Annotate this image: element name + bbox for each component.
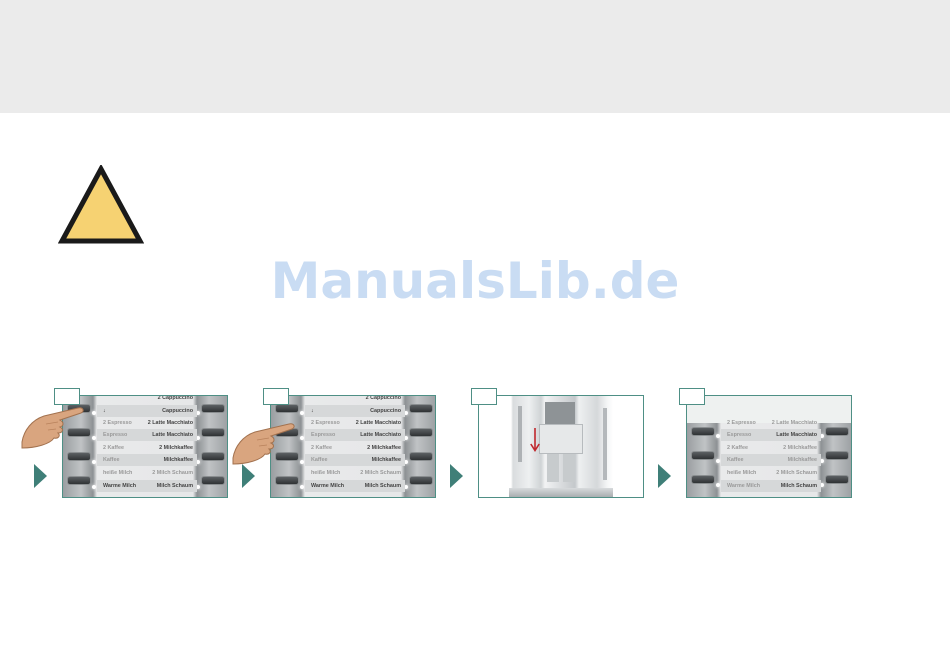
led [716, 483, 720, 487]
water-tube [603, 408, 607, 480]
led [196, 460, 200, 464]
led [716, 459, 720, 463]
step-tag-2 [263, 388, 289, 405]
panel-button [201, 404, 225, 413]
led [820, 434, 824, 438]
led [300, 460, 304, 464]
panel-button [201, 476, 225, 485]
panel-button [825, 427, 849, 436]
watermark: ManualsLib.de [270, 252, 680, 310]
play-arrow-icon [242, 464, 255, 488]
pointing-hand-icon [21, 407, 84, 449]
step-tag-3 [471, 388, 497, 405]
milk-tube [518, 406, 522, 462]
panel-button [691, 427, 715, 436]
machine-image-step-3 [478, 395, 644, 498]
step-tag-1 [54, 388, 80, 405]
panel-button [409, 476, 433, 485]
panel-button [825, 451, 849, 460]
panel-button [409, 428, 433, 437]
panel-button [409, 404, 433, 413]
pointing-hand-icon [232, 423, 295, 465]
panel-button [67, 452, 91, 461]
led [196, 436, 200, 440]
spout-right [563, 454, 575, 482]
led [92, 485, 96, 489]
display-window [545, 402, 575, 424]
warning-triangle-icon [58, 165, 144, 244]
panel-button [67, 428, 91, 437]
led [716, 434, 720, 438]
play-arrow-icon [658, 464, 671, 488]
step-tag-4 [679, 388, 705, 405]
led [196, 411, 200, 415]
led [300, 411, 304, 415]
led [92, 436, 96, 440]
panel-button [691, 451, 715, 460]
panel-button [409, 452, 433, 461]
panel-button [825, 475, 849, 484]
outlet-cover [539, 424, 583, 454]
panel-button [67, 476, 91, 485]
coffee-machine [479, 396, 643, 497]
led [300, 436, 304, 440]
panel-button [275, 476, 299, 485]
led [404, 411, 408, 415]
spout-left [547, 454, 559, 482]
panel-row: ↓Cappuccino [305, 405, 405, 417]
panel-row: ↓Cappuccino [97, 405, 197, 417]
panel-button [275, 404, 299, 413]
panel-blank-area [687, 396, 851, 423]
led [92, 460, 96, 464]
panel-row: 2 Cappuccino [157, 395, 193, 401]
play-arrow-icon [34, 464, 47, 488]
led [404, 460, 408, 464]
led [820, 459, 824, 463]
play-arrow-icon [450, 464, 463, 488]
led [196, 485, 200, 489]
header-band [0, 0, 950, 113]
drip-tray [509, 488, 613, 497]
led [404, 485, 408, 489]
panel-button [201, 452, 225, 461]
led [820, 483, 824, 487]
panel-button [201, 428, 225, 437]
led [300, 485, 304, 489]
panel-row: 2 Cappuccino [365, 395, 401, 401]
panel-button [691, 475, 715, 484]
panel-button [275, 452, 299, 461]
led [92, 411, 96, 415]
down-arrow-icon [530, 428, 540, 452]
led [404, 436, 408, 440]
